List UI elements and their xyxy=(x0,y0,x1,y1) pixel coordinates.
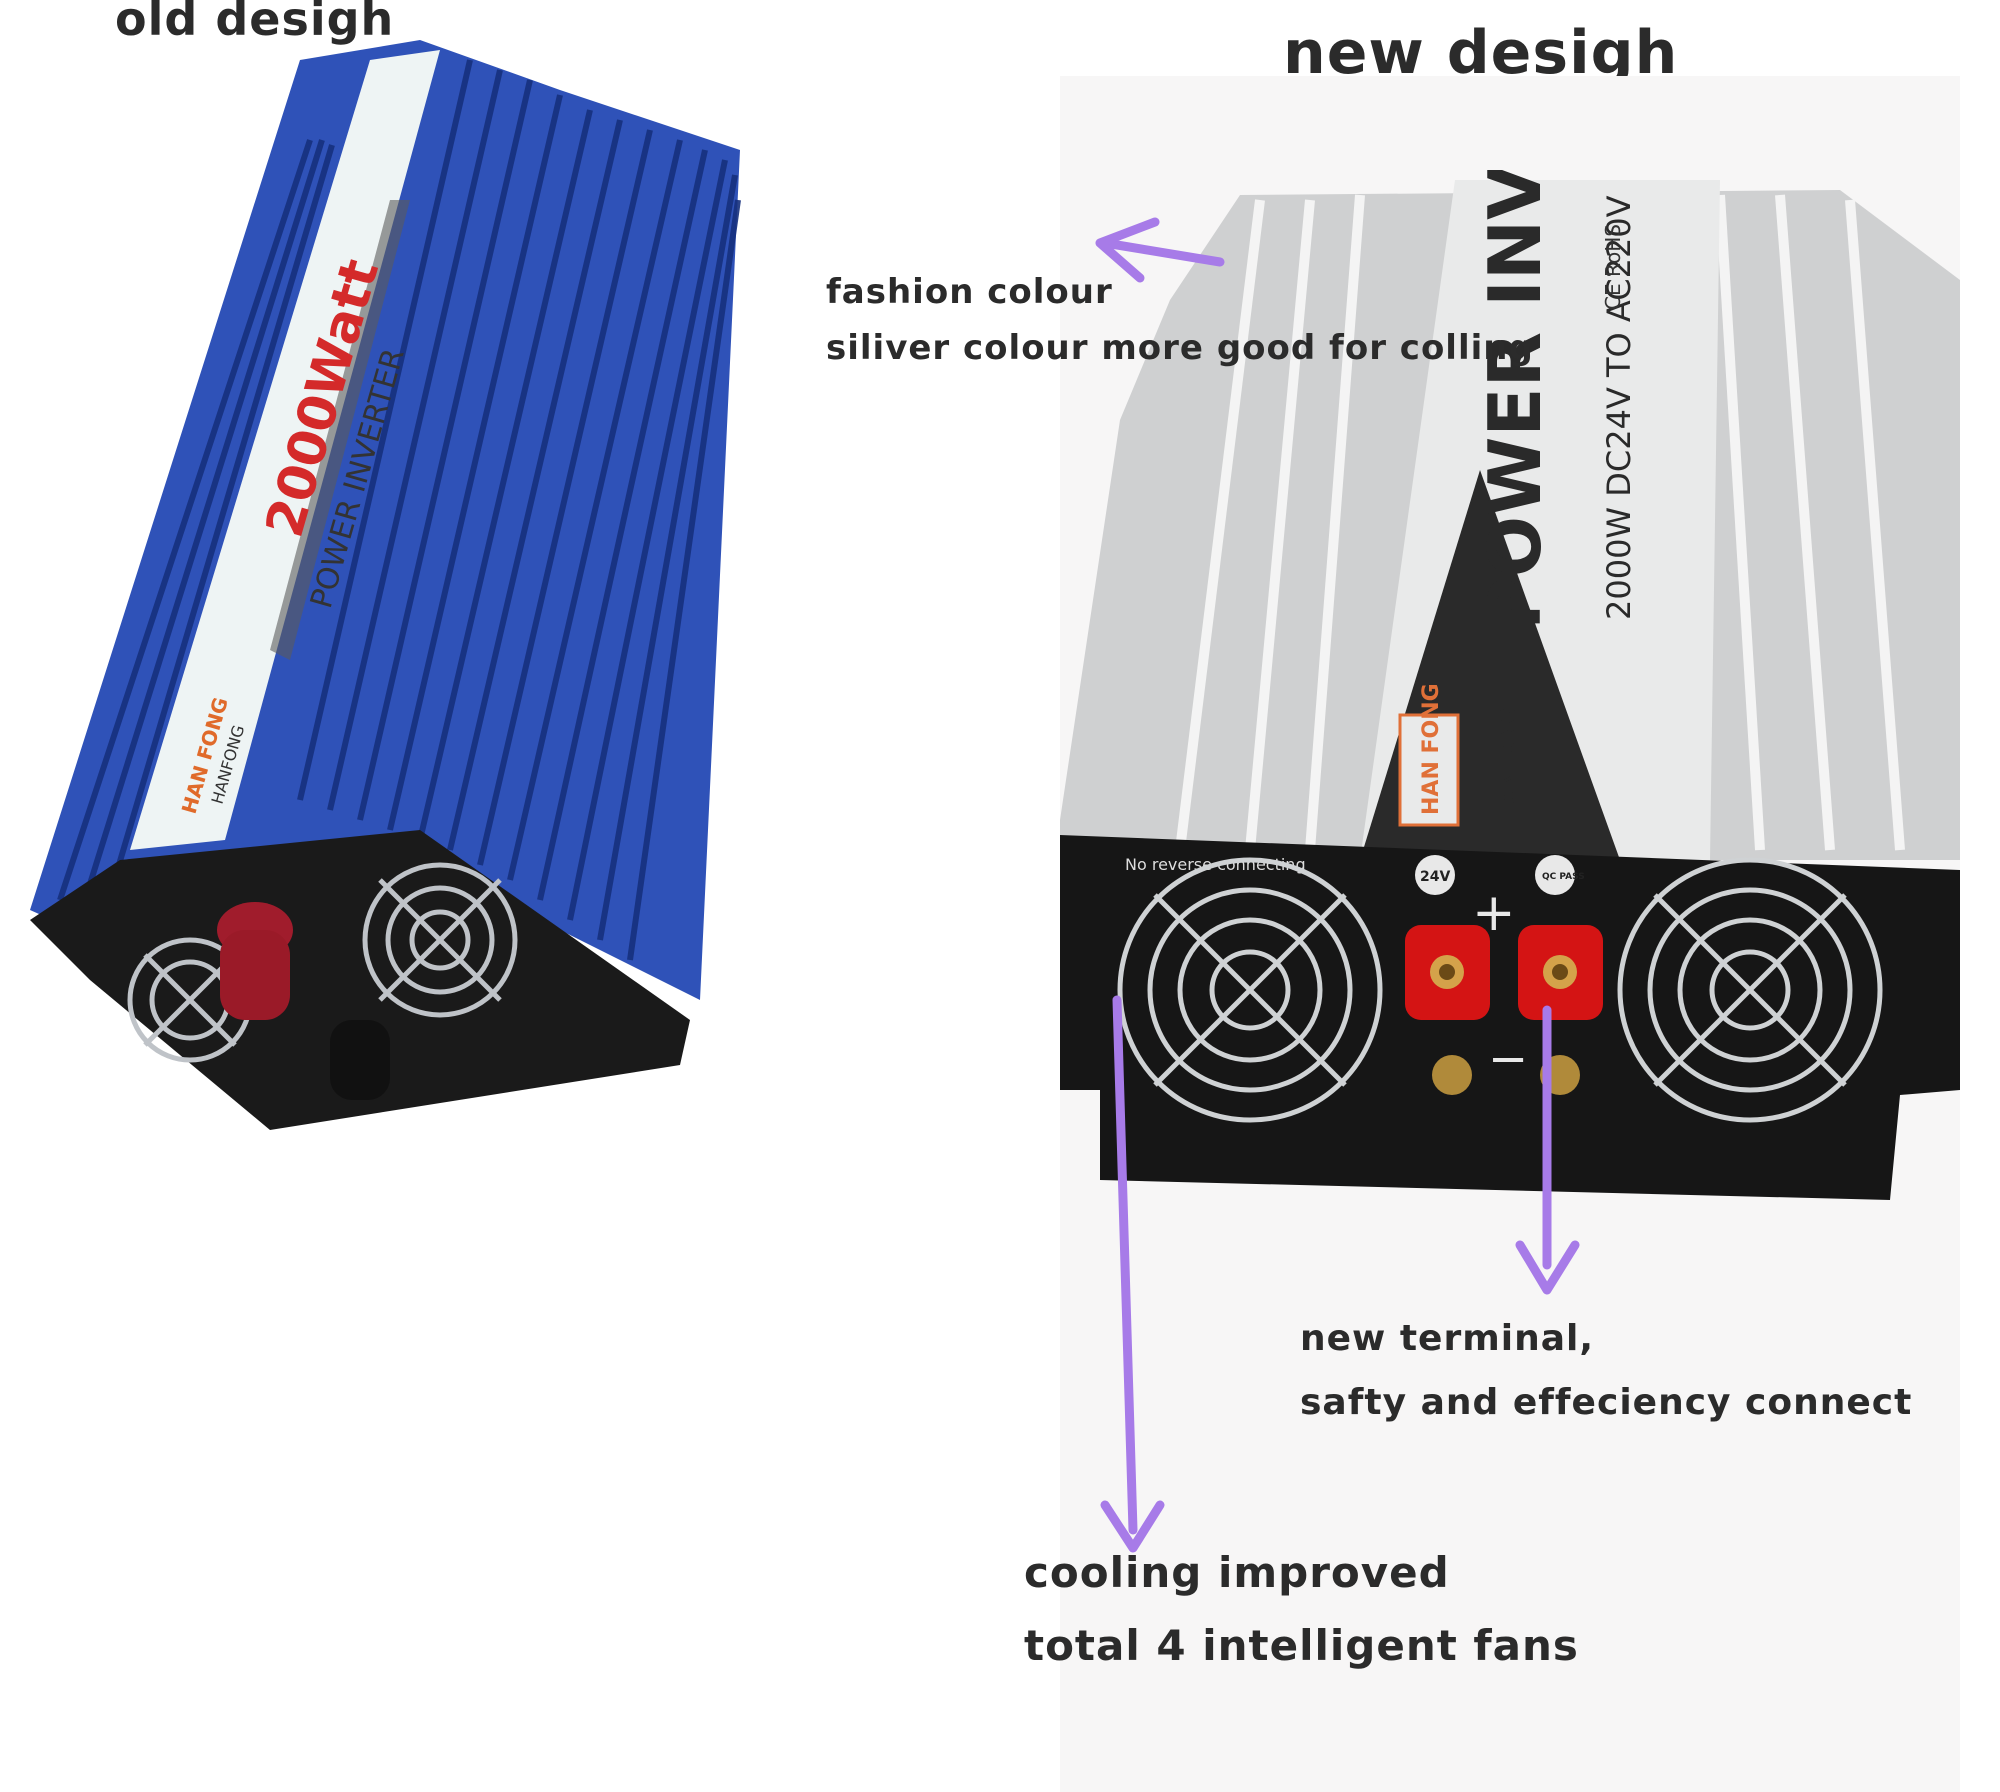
new-inverter-negative-terminal-1 xyxy=(1432,1055,1472,1095)
new-inverter-voltage-badge xyxy=(1415,855,1455,895)
caption-intelligent-fans: total 4 intelligent fans xyxy=(1024,1621,1579,1670)
new-inverter-qc-badge xyxy=(1535,855,1575,895)
new-inverter-fan-left xyxy=(1117,857,1383,1123)
new-inverter-spec-label: 2000W DC24V TO AC220V xyxy=(1600,195,1638,620)
old-inverter-end-plate xyxy=(30,830,690,1130)
new-inverter-product-label: POWER INVERTER xyxy=(1473,170,1557,630)
new-inverter-brand-logo: HAN FONG xyxy=(1419,683,1444,815)
new-inverter-fan-right xyxy=(1617,857,1883,1123)
new-inverter-red-terminal-1 xyxy=(1405,925,1490,1020)
new-inverter-end-plate xyxy=(1060,835,1960,1200)
cooling-arrowhead xyxy=(1100,1500,1165,1553)
new-inverter-brand-logo-box xyxy=(1398,713,1460,827)
cooling-arrow xyxy=(1112,995,1138,1535)
caption-new-terminal: new terminal, xyxy=(1300,1318,1595,1359)
old-inverter-black-knob xyxy=(330,1020,390,1100)
caption-safty-connect: safty and effeciency connect xyxy=(1300,1382,1913,1423)
caption-fashion-colour: fashion colour xyxy=(826,272,1113,312)
new-inverter-brand-name: HANFONG xyxy=(1496,707,1520,820)
new-inverter-minus-sign: − xyxy=(1488,1031,1528,1087)
fashion-colour-arrow xyxy=(1100,238,1225,267)
old-design-heading: old desigh xyxy=(115,0,395,46)
old-inverter-fan-1 xyxy=(362,862,518,1018)
caption-cooling-improved: cooling improved xyxy=(1024,1548,1450,1597)
caption-silver-colour: siliver colour more good for colling xyxy=(826,328,1534,368)
new-inverter-photo: POWER INVERTER 2000W DC24V TO AC220V CE … xyxy=(1060,170,1960,1200)
old-inverter-photo: 2000Watt POWER INVERTER HAN FONG HANFONG xyxy=(30,40,741,1130)
terminal-arrowhead xyxy=(1515,1240,1580,1295)
old-inverter-fins xyxy=(57,59,741,961)
svg-text:QC PASS: QC PASS xyxy=(1542,872,1585,882)
new-inverter-red-terminal-2 xyxy=(1518,925,1603,1020)
new-inverter-fins xyxy=(1175,194,1905,851)
new-inverter-cert-label: CE RoHS xyxy=(1601,224,1625,310)
svg-text:24V: 24V xyxy=(1420,869,1450,885)
fashion-colour-arrowhead xyxy=(1095,217,1160,283)
old-inverter-label-strip xyxy=(130,50,440,850)
